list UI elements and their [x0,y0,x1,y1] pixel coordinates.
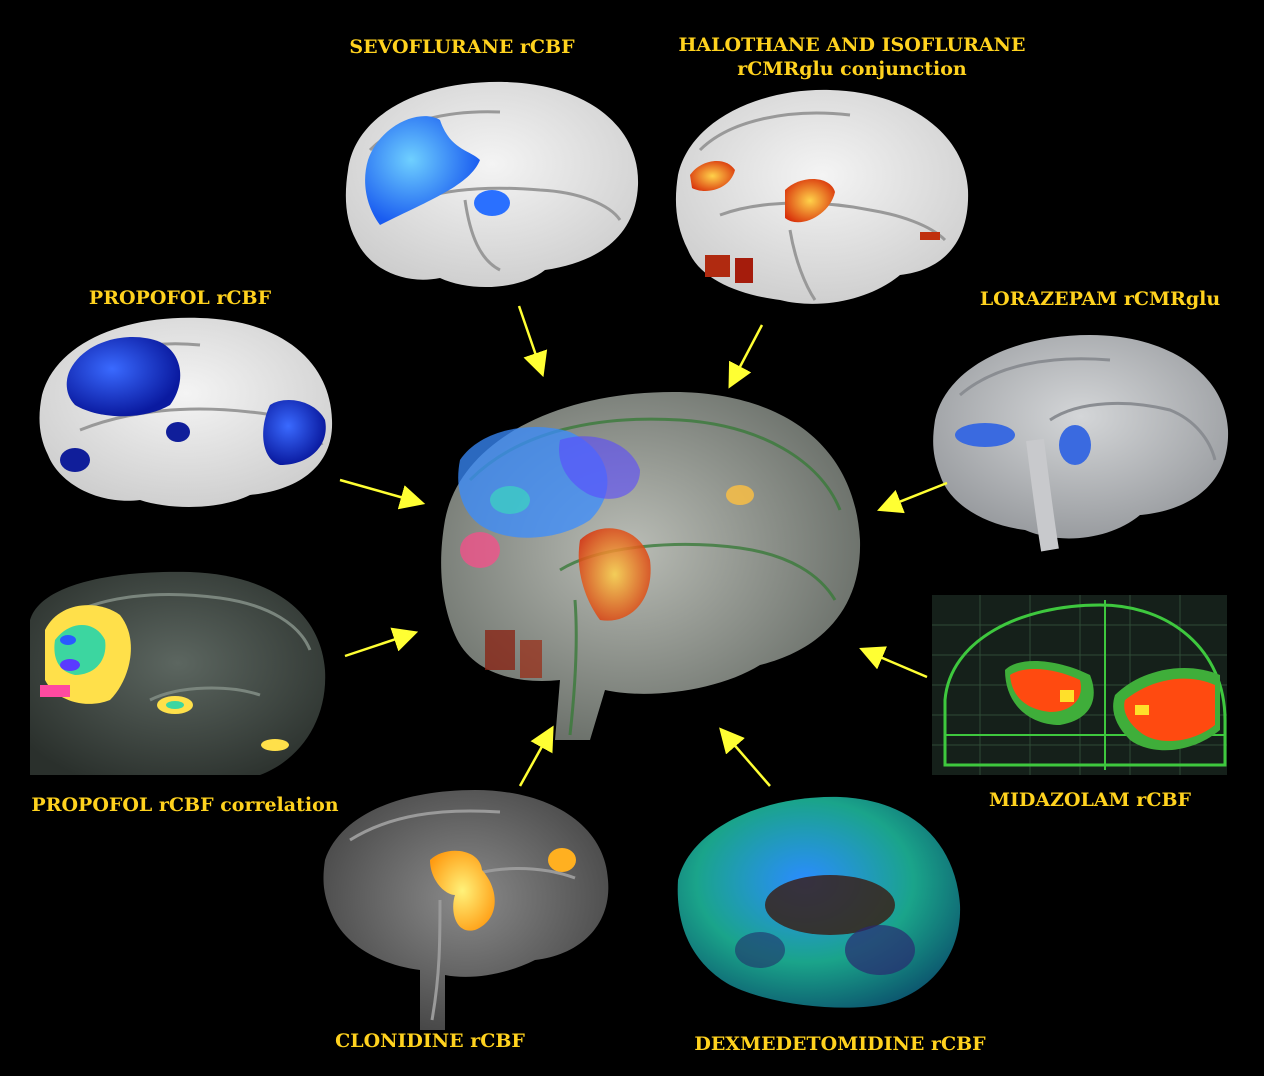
arrow-propofol-corr [344,627,419,658]
label-clonidine: CLONIDINE rCBF [335,1030,525,1052]
arrow-clonidine [518,725,554,787]
arrow-dexmedetomidine [719,727,771,787]
halothane-isoflurane-brain-image [675,89,969,304]
midazolam-brain-image [932,595,1227,775]
arrow-halothane [728,324,764,389]
sevoflurane-brain-image [345,81,639,288]
propofol-correlation-brain-image [30,571,326,775]
label-halothane-line2: rCMRglu conjunction [737,58,967,80]
lorazepam-brain-image [933,335,1229,552]
dexmedetomidine-brain-image [677,796,961,1008]
arrow-midazolam [859,646,928,679]
label-midazolam: MIDAZOLAM rCBF [989,789,1191,811]
arrows [339,305,948,787]
arrow-lorazepam [877,481,948,514]
label-dexmedetomidine: DEXMEDETOMIDINE rCBF [694,1033,986,1055]
label-propofol-correlation: PROPOFOL rCBF correlation [31,794,339,816]
clonidine-brain-image [323,790,609,1030]
label-sevoflurane: SEVOFLURANE rCBF [349,36,575,58]
composite-brain-image [441,391,861,740]
arrow-propofol [339,478,426,510]
propofol-brain-image [39,317,333,507]
label-halothane-line1: HALOTHANE AND ISOFLURANE [678,34,1026,56]
label-lorazepam: LORAZEPAM rCMRglu [979,288,1221,310]
arrow-sevoflurane [517,305,548,378]
label-propofol: PROPOFOL rCBF [88,287,272,309]
